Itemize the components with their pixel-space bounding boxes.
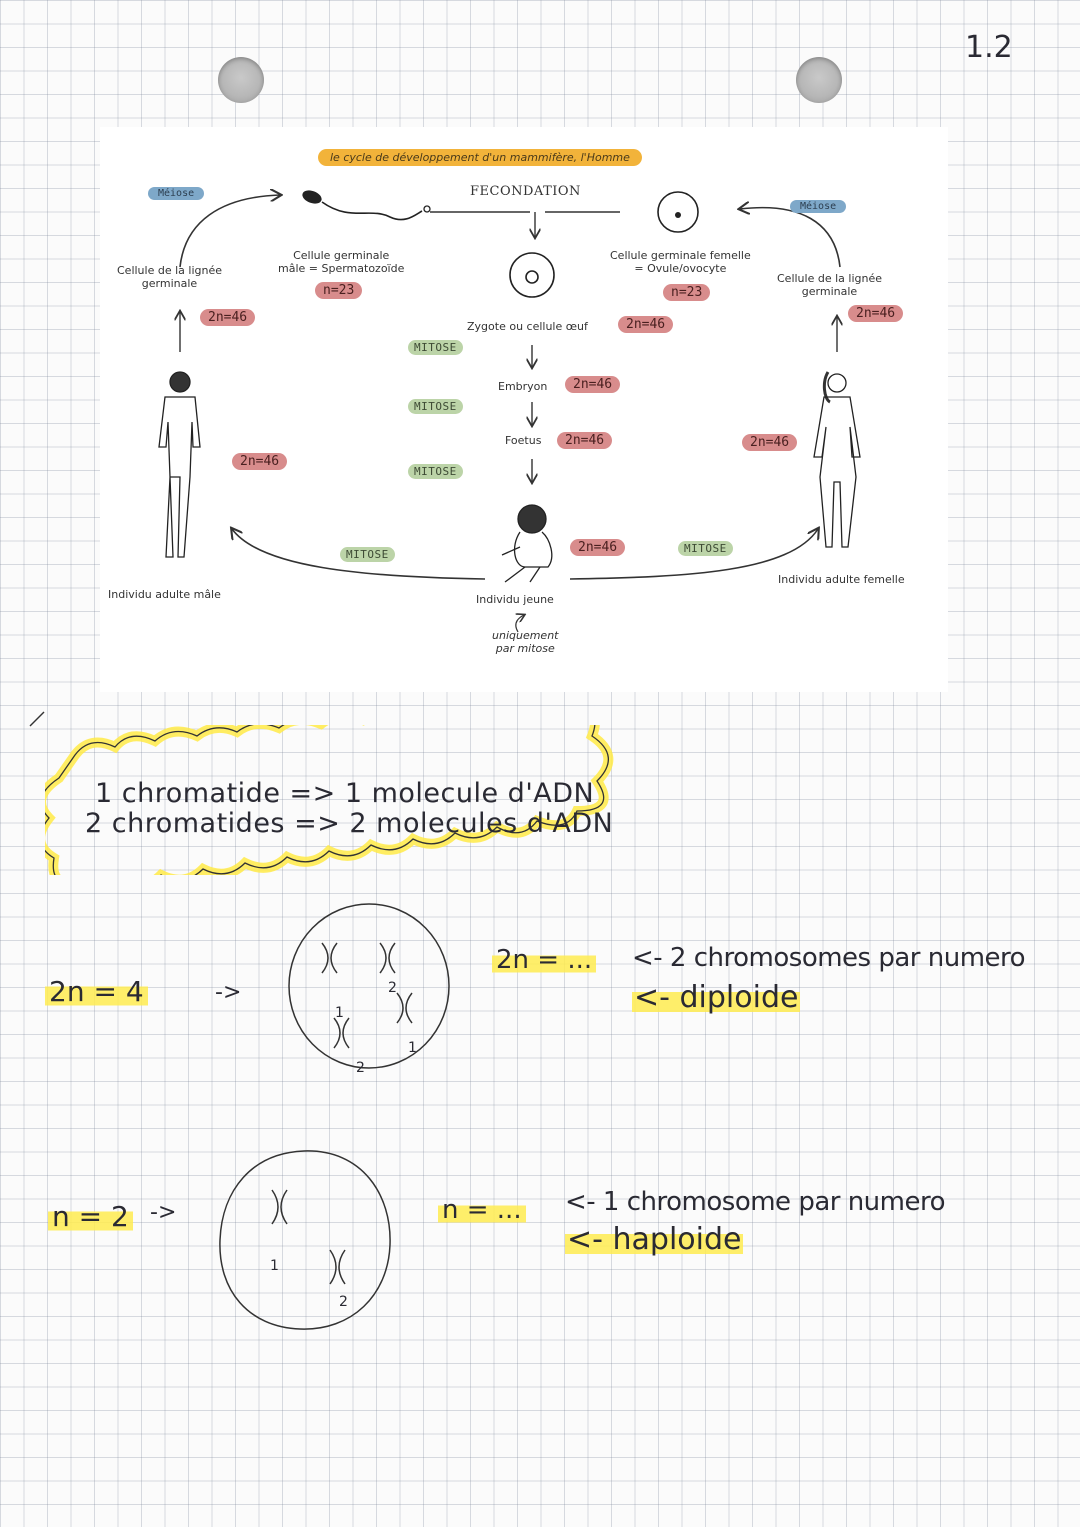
embryon-ploidy: 2n=46 xyxy=(565,376,620,393)
diploid-chromosome-label-2: 2 xyxy=(388,980,397,996)
female-body-ploidy: 2n=46 xyxy=(742,434,797,451)
child-ploidy: 2n=46 xyxy=(570,539,625,556)
diploid-definition: 2n = ... xyxy=(492,945,596,975)
left-lineage-label: Cellule de la lignée germinale xyxy=(117,264,222,290)
handwritten-mitose-note: uniquement par mitose xyxy=(492,629,559,655)
female-adult-label: Individu adulte femelle xyxy=(778,573,905,586)
young-label: Individu jeune xyxy=(476,593,554,606)
right-lineage-label: Cellule de la lignée germinale xyxy=(777,272,882,298)
haploid-chromosome-label-1: 1 xyxy=(270,1258,279,1274)
male-adult-label: Individu adulte mâle xyxy=(108,588,221,601)
fecondation-label: FECONDATION xyxy=(470,184,581,199)
diagram-title: le cycle de développement d'un mammifère… xyxy=(318,149,642,166)
zygote-icon xyxy=(510,253,554,297)
mitose-3-badge: MITOSE xyxy=(408,464,463,479)
haploid-desc-2: <- haploide xyxy=(565,1222,743,1257)
haploid-chromosome-label-2: 2 xyxy=(339,1294,348,1310)
haploid-chromosomes xyxy=(272,1190,345,1284)
diploid-chromosome-label-3: 1 xyxy=(408,1040,417,1056)
mitose-right-badge: MITOSE xyxy=(678,541,733,556)
cloud-line-1: 1 chromatide => 1 molecule d'ADN xyxy=(95,778,594,809)
female-germ-cell-label: Cellule germinale femelle = Ovule/ovocyt… xyxy=(610,249,751,275)
diploid-formula: 2n = 4 xyxy=(45,975,148,1008)
right-lineage-ploidy: 2n=46 xyxy=(848,305,903,322)
diploid-chromosome-label-4: 2 xyxy=(356,1060,365,1076)
foetus-label: Foetus xyxy=(505,434,541,447)
zygote-ploidy: 2n=46 xyxy=(618,316,673,333)
female-germ-ploidy: n=23 xyxy=(663,284,710,301)
meiose-left-badge: Méiose xyxy=(148,187,204,200)
ovule-icon xyxy=(658,192,698,232)
mitose-1-badge: MITOSE xyxy=(408,340,463,355)
diploid-chromosomes xyxy=(322,943,412,1048)
haploid-arrow: -> xyxy=(150,1200,176,1225)
male-germ-cell-label: Cellule germinale mâle = Spermatozoïde xyxy=(278,249,404,275)
male-figure xyxy=(159,372,200,557)
diploid-desc-1: <- 2 chromosomes par numero xyxy=(632,943,1025,973)
haploid-definition: n = ... xyxy=(438,1195,526,1225)
left-lineage-ploidy: 2n=46 xyxy=(200,309,255,326)
mitose-2-badge: MITOSE xyxy=(408,399,463,414)
foetus-ploidy: 2n=46 xyxy=(557,432,612,449)
cloud-line-2: 2 chromatides => 2 molecules d'ADN xyxy=(85,808,613,839)
haploid-cell-diagram xyxy=(212,1145,397,1335)
diploid-arrow: -> xyxy=(215,980,241,1005)
male-germ-ploidy: n=23 xyxy=(315,282,362,299)
mitose-left-badge: MITOSE xyxy=(340,547,395,562)
punch-hole-left xyxy=(218,57,264,103)
haploid-desc-1: <- 1 chromosome par numero xyxy=(565,1187,945,1217)
zygote-label: Zygote ou cellule œuf xyxy=(467,320,588,333)
punch-hole-right xyxy=(796,57,842,103)
diploid-chromosome-label-1: 1 xyxy=(335,1005,344,1021)
female-figure xyxy=(814,372,860,547)
diploid-cell-diagram xyxy=(282,898,457,1073)
sperm-icon xyxy=(301,188,430,220)
embryon-label: Embryon xyxy=(498,380,547,393)
development-cycle-diagram: le cycle de développement d'un mammifère… xyxy=(100,127,948,692)
meiose-right-badge: Méiose xyxy=(790,200,846,213)
diploid-desc-2: <- diploide xyxy=(632,980,800,1015)
haploid-formula: n = 2 xyxy=(48,1200,133,1233)
page-number: 1.2 xyxy=(965,30,1013,65)
male-body-ploidy: 2n=46 xyxy=(232,453,287,470)
baby-figure xyxy=(502,505,552,582)
